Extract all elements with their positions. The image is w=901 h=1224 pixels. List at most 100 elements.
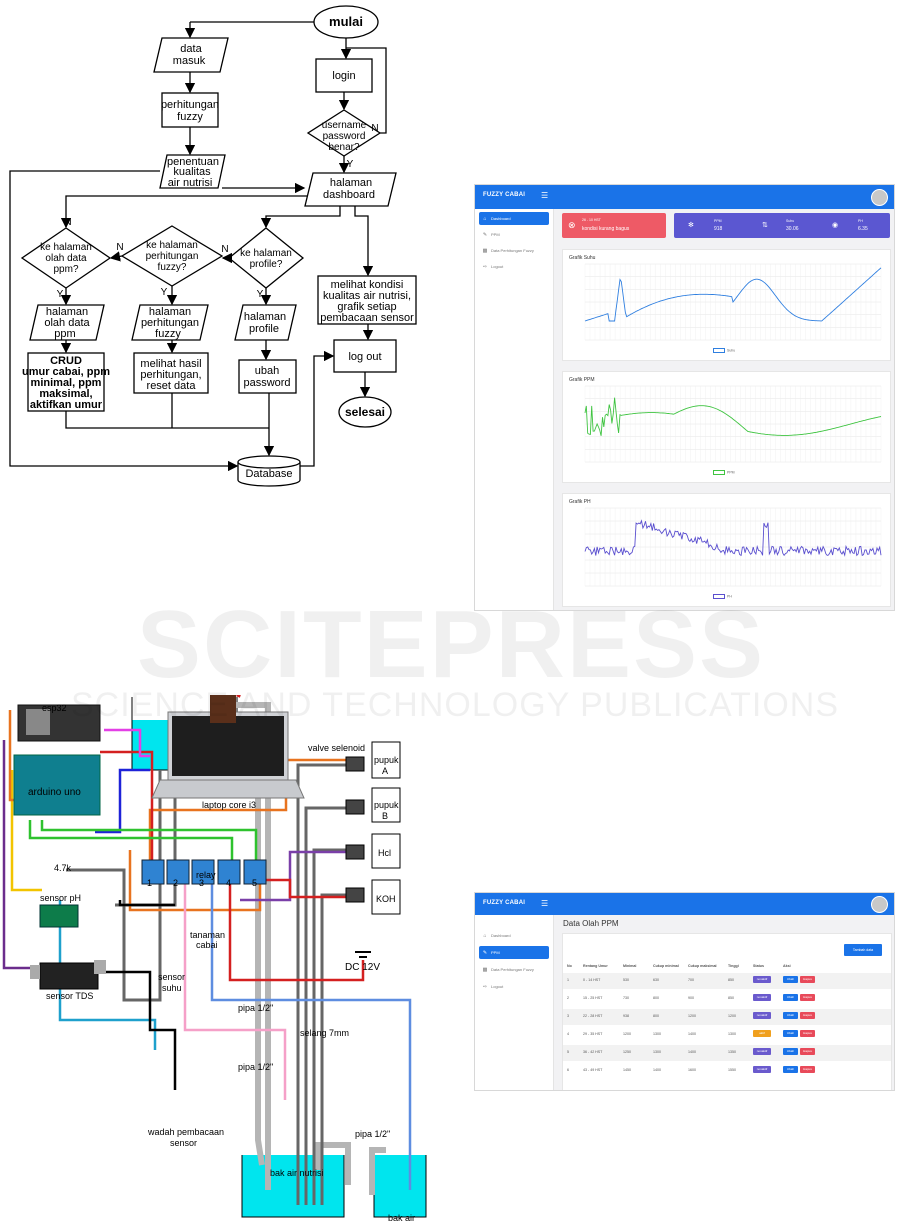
edit-button[interactable]: Ubah (783, 976, 798, 983)
table-cell: 938 (623, 1014, 629, 1018)
table-cell: 6 (567, 1068, 569, 1072)
sidebar-item-logout[interactable]: ⇨Logout (479, 260, 549, 273)
delete-button[interactable]: Hapus (800, 1048, 815, 1055)
edit-button[interactable]: Ubah (783, 1030, 798, 1037)
table-cell: 1400 (653, 1068, 661, 1072)
svg-text:password: password (323, 131, 366, 142)
dashboard-screenshot: FUZZY CABAI ☰ ⌂Dashboard ✎PPM ▩Data Perh… (474, 184, 895, 611)
table-cell: 800 (653, 996, 659, 1000)
svg-text:2: 2 (173, 878, 178, 888)
status-badge[interactable]: nonaktif (753, 994, 771, 1001)
svg-text:cabai: cabai (196, 940, 218, 950)
tds-sensor-board (40, 963, 98, 989)
svg-text:pipa 1/2": pipa 1/2" (355, 1129, 390, 1139)
page-title: Data Olah PPM (563, 919, 619, 928)
status-badge[interactable]: nonaktif (753, 1012, 771, 1019)
svg-text:bak air nutrisi: bak air nutrisi (270, 1168, 324, 1178)
stats-card: ✻ PPM 918 ⇅ Suhu 30.06 ◉ PH 6.35 (674, 213, 890, 238)
svg-text:data: data (180, 43, 202, 55)
column-header: Rentang Umur (583, 964, 608, 968)
sidebar-item-fuzzy[interactable]: ▩Data Perhitungan Fuzzy (479, 244, 549, 257)
svg-text:ppm?: ppm? (53, 264, 78, 275)
avatar[interactable] (871, 189, 888, 206)
svg-text:pipa 1/2": pipa 1/2" (238, 1003, 273, 1013)
svg-text:Hcl: Hcl (378, 848, 391, 858)
nutrient-tank (242, 1155, 344, 1217)
table-cell: 850 (728, 996, 734, 1000)
svg-text:N: N (221, 244, 228, 255)
svg-text:B: B (382, 811, 388, 821)
svg-text:bak air: bak air (388, 1213, 415, 1223)
svg-text:perhitungan: perhitungan (161, 99, 219, 111)
home-icon: ⌂ (479, 213, 491, 226)
sidebar-item-fuzzy[interactable]: ▩Data Perhitungan Fuzzy (479, 963, 549, 976)
column-header: No (567, 964, 572, 968)
thermometer-icon: ⇅ (762, 221, 768, 229)
status-badge[interactable]: nonaktif (753, 976, 771, 983)
delete-button[interactable]: Hapus (800, 1066, 815, 1073)
menu-icon[interactable]: ☰ (541, 899, 548, 908)
table-cell: 1400 (688, 1032, 696, 1036)
delete-button[interactable]: Hapus (800, 1030, 815, 1037)
sidebar-item-logout[interactable]: ⇨Logout (479, 980, 549, 993)
svg-text:wadah pembacaan: wadah pembacaan (147, 1127, 224, 1137)
menu-icon[interactable]: ☰ (541, 191, 548, 200)
table-cell: 1300 (728, 1032, 736, 1036)
edit-button[interactable]: Ubah (783, 994, 798, 1001)
svg-text:halaman: halaman (330, 177, 372, 189)
svg-text:pipa 1/2": pipa 1/2" (238, 1062, 273, 1072)
ppm-icon: ✻ (688, 221, 694, 229)
series-line (585, 521, 881, 556)
svg-text:aktifkan umur: aktifkan umur (30, 399, 103, 411)
sidebar-item-ppm[interactable]: ✎PPM (479, 228, 549, 241)
svg-text:password: password (243, 377, 290, 389)
add-data-button[interactable]: Tambah data (844, 944, 882, 956)
monitor-icon: ▩ (479, 964, 491, 977)
status-badge[interactable]: nonaktif (753, 1066, 771, 1073)
svg-text:5: 5 (252, 878, 257, 888)
svg-text:air nutrisi: air nutrisi (168, 177, 213, 189)
sidebar: ⌂Dashboard ✎PPM ▩Data Perhitungan Fuzzy … (475, 915, 554, 1090)
table-cell: 2 (567, 996, 569, 1000)
table-row (563, 1063, 891, 1079)
sidebar-item-ppm[interactable]: ✎PPM (479, 946, 549, 959)
table-cell: 630 (653, 978, 659, 982)
table-cell: 29 - 35 HST (583, 1032, 602, 1036)
arduino-board (14, 755, 100, 815)
flowchart: mulai data masuk perhitungan fuzzy penen… (0, 0, 440, 500)
column-header: Tinggi (728, 964, 739, 968)
table-row (563, 1009, 891, 1025)
water-tank (374, 1155, 426, 1217)
avatar[interactable] (871, 896, 888, 913)
table-cell: 1300 (653, 1050, 661, 1054)
edit-button[interactable]: Ubah (783, 1012, 798, 1019)
topbar: FUZZY CABAI ☰ (475, 893, 894, 915)
ph-icon: ◉ (832, 221, 838, 229)
status-badge[interactable]: aktif (753, 1030, 771, 1037)
column-header: Cukup minimal (653, 964, 679, 968)
table-cell: 530 (623, 978, 629, 982)
logout-icon: ⇨ (479, 981, 491, 994)
table-cell: 4 (567, 1032, 569, 1036)
edit-button[interactable]: Ubah (783, 1048, 798, 1055)
table-cell: 800 (653, 1014, 659, 1018)
edit-button[interactable]: Ubah (783, 1066, 798, 1073)
monitor-icon: ▩ (479, 245, 491, 258)
delete-button[interactable]: Hapus (800, 1012, 815, 1019)
sidebar-item-dashboard[interactable]: ⌂Dashboard (479, 929, 549, 942)
svg-text:sensor: sensor (170, 1138, 197, 1148)
table-cell: 15 - 25 HST (583, 996, 602, 1000)
svg-text:username: username (322, 120, 367, 131)
svg-text:ppm: ppm (54, 328, 75, 340)
table-cell: 1 (567, 978, 569, 982)
table-cell: 1450 (623, 1068, 631, 1072)
table-cell: 1600 (688, 1068, 696, 1072)
table-cell: 1200 (688, 1014, 696, 1018)
svg-text:selesai: selesai (345, 405, 385, 419)
delete-button[interactable]: Hapus (800, 976, 815, 983)
ppm-table-card: Tambah data NoRentang UmurMinimalCukup m… (562, 933, 892, 1091)
sidebar-item-dashboard[interactable]: ⌂Dashboard (479, 212, 549, 225)
svg-text:pembacaan sensor: pembacaan sensor (320, 312, 414, 324)
delete-button[interactable]: Hapus (800, 994, 815, 1001)
status-badge[interactable]: nonaktif (753, 1048, 771, 1055)
